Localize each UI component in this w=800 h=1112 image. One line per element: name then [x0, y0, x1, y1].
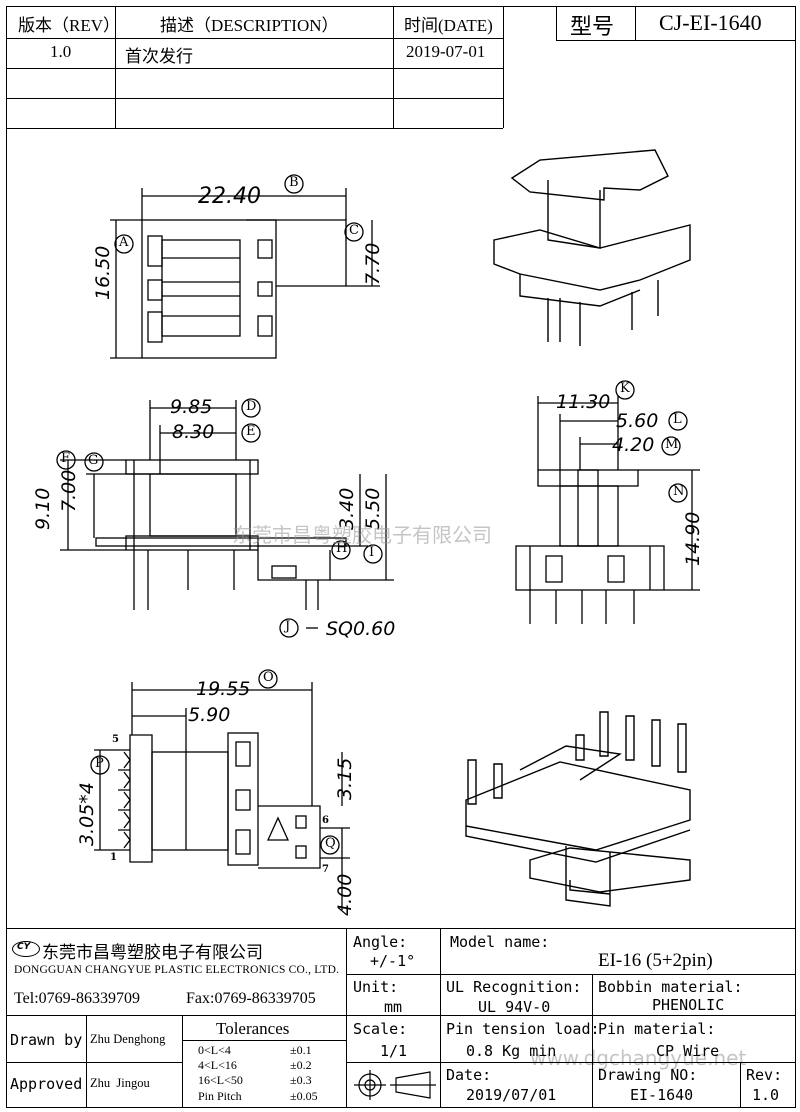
drawing-label: Drawing NO: [598, 1066, 698, 1084]
dim-width: 22.40 [198, 184, 261, 209]
tol-range-2: 16<L<50 [198, 1073, 243, 1087]
front-view [56, 398, 394, 638]
tension-value: 0.8 Kg min [466, 1042, 557, 1060]
tag-p: P [95, 756, 104, 771]
drawing-frame [6, 6, 796, 1108]
tag-f: F [61, 451, 71, 466]
desc-cell: 首次发行 [125, 47, 193, 66]
angle-label: Angle: [353, 933, 408, 951]
tol-range-3: Pin Pitch [198, 1089, 242, 1103]
dim-f: 9.10 [32, 487, 54, 530]
technical-drawing [56, 149, 700, 910]
tag-o: O [263, 670, 274, 685]
company-tel: Tel:0769-86339709 [14, 990, 140, 1007]
approved-label: Approved [10, 1075, 83, 1093]
company-name-cn: 东莞市昌粤塑胶电子有限公司 [42, 943, 263, 963]
pin-number-5: 5 [112, 734, 119, 745]
tol-value-0: ±0.1 [290, 1043, 312, 1057]
ul-label: UL Recognition: [446, 978, 582, 996]
pinmat-value: CP Wire [656, 1042, 720, 1060]
tag-e: E [246, 424, 256, 439]
tag-n: N [673, 484, 685, 499]
tolerances-title: Tolerances [216, 1019, 290, 1038]
company-logo: CY [12, 941, 40, 957]
tag-d: D [246, 399, 257, 414]
tag-a: A [119, 235, 129, 250]
logo-text: CY [17, 942, 31, 952]
top-view [110, 174, 380, 359]
dim-q-bottom: 4.00 [334, 873, 356, 916]
bobbin-value: PHENOLIC [652, 996, 725, 1014]
unit-value: mm [384, 998, 403, 1016]
watermark-cn: 东莞市昌粤塑胶电子有限公司 [232, 523, 492, 547]
unit-label: Unit: [353, 978, 399, 996]
tag-h: H [336, 541, 348, 556]
pin-number-7: 7 [322, 864, 329, 875]
model-name-value: EI-16 (5+2pin) [598, 950, 713, 971]
dim-p-offset: 5.90 [188, 704, 231, 726]
tag-c: C [349, 223, 359, 238]
dim-q-top: 3.15 [334, 757, 356, 800]
iso-view-bottom [465, 711, 691, 907]
rev-cell: 1.0 [50, 42, 72, 61]
tag-b: B [289, 175, 299, 190]
dim-g: 7.00 [58, 469, 80, 512]
tag-l: L [673, 412, 682, 427]
tag-q: Q [325, 836, 336, 851]
ul-value: UL 94V-0 [478, 998, 551, 1016]
tol-range-1: 4<L<16 [198, 1058, 237, 1072]
watermark-url: www.dgchangyue.net [530, 1046, 747, 1070]
rev-header: 版本（REV） [18, 16, 120, 35]
side-view [515, 380, 700, 624]
dim-d: 9.85 [170, 396, 213, 418]
date-value: 2019/07/01 [466, 1086, 557, 1104]
company-fax: Fax:0769-86339705 [186, 990, 316, 1007]
tol-value-1: ±0.2 [290, 1058, 312, 1072]
tag-i: I [369, 545, 375, 560]
model-name-label: Model name: [450, 933, 550, 951]
tol-range-0: 0<L<4 [198, 1043, 231, 1057]
angle-value: +/-1° [370, 952, 416, 970]
dim-pitch: 3.05*4 [76, 782, 98, 846]
scale-value: 1/1 [380, 1042, 408, 1060]
dim-m: 4.20 [612, 434, 655, 456]
tag-m: M [665, 437, 679, 452]
dim-height: 16.50 [92, 245, 114, 300]
drawn-value: Zhu Denghong [90, 1032, 166, 1046]
rev-label: Rev: [746, 1066, 783, 1084]
date-header: 时间(DATE) [404, 16, 493, 35]
desc-header: 描述（DESCRIPTION） [160, 16, 339, 35]
dim-l: 5.60 [616, 410, 659, 432]
drawing-value: EI-1640 [630, 1086, 694, 1104]
dim-o: 19.55 [196, 678, 251, 700]
model-value: CJ-EI-1640 [659, 10, 762, 35]
approved-value: Zhu Jingou [90, 1076, 150, 1090]
date-cell: 2019-07-01 [406, 42, 486, 61]
rev-value: 1.0 [752, 1086, 780, 1104]
dim-k: 11.30 [556, 391, 611, 413]
tension-label: Pin tension load: [446, 1020, 600, 1038]
dim-right: 7.70 [362, 242, 384, 285]
pinmat-label: Pin material: [598, 1020, 716, 1038]
tag-k: K [620, 381, 630, 396]
dim-pin: SQ0.60 [326, 618, 396, 640]
date-label: Date: [446, 1066, 492, 1084]
company-name-en: DONGGUAN CHANGYUE PLASTIC ELECTRONICS CO… [14, 964, 340, 976]
drawn-label: Drawn by [10, 1031, 83, 1049]
iso-view-top [493, 149, 691, 346]
tol-value-3: ±0.05 [290, 1089, 318, 1103]
tag-g: G [88, 453, 99, 468]
model-label: 型号 [570, 14, 615, 39]
bottom-view [90, 669, 350, 910]
dim-e: 8.30 [172, 421, 215, 443]
scale-label: Scale: [353, 1020, 408, 1038]
projection-symbol-icon [354, 1070, 436, 1100]
tol-value-2: ±0.3 [290, 1073, 312, 1087]
pin-number-1: 1 [110, 852, 117, 863]
tag-j: J [285, 619, 291, 634]
dim-n: 14.90 [682, 511, 704, 566]
bobbin-label: Bobbin material: [598, 978, 743, 996]
pin-number-6: 6 [322, 815, 329, 826]
